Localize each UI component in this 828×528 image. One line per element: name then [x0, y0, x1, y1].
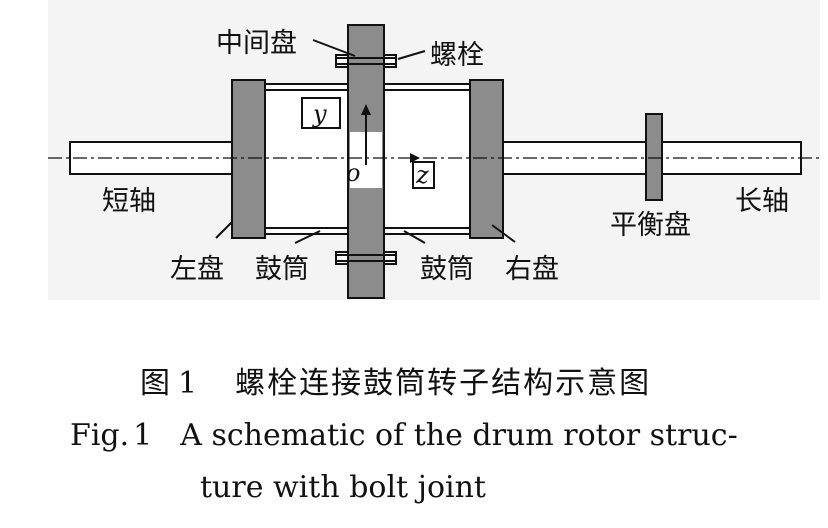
- z-axis-label: z: [415, 161, 429, 189]
- right-disk: [469, 79, 504, 239]
- z-axis-box: [412, 161, 435, 189]
- caption-zh-text: 螺栓连接鼓筒转子结构示意图: [235, 366, 652, 401]
- bolt-top: [335, 54, 397, 68]
- label-middle-disk: 中间盘: [216, 28, 297, 59]
- caption-en-number: 1: [133, 418, 153, 453]
- leader-lines: [215, 39, 516, 244]
- label-short-shaft: 短轴: [102, 186, 156, 217]
- caption-zh-number: 1: [178, 366, 200, 401]
- label-bolt: 螺栓: [430, 40, 484, 71]
- label-balance-disk: 平衡盘: [610, 210, 691, 241]
- label-left-disk: 左盘: [170, 254, 224, 285]
- label-drum-left: 鼓筒: [255, 254, 309, 285]
- label-drum-right: 鼓筒: [420, 254, 474, 285]
- bolt-bottom: [335, 251, 397, 265]
- caption-en-prefix: Fig.: [70, 418, 130, 453]
- label-long-shaft: 长轴: [735, 186, 789, 217]
- balance-disk: [645, 113, 663, 201]
- caption-english-line1: Fig.1 A schematic of the drum rotor struc…: [70, 418, 738, 453]
- caption-en-line1: A schematic of the drum rotor struc-: [180, 418, 738, 453]
- axis-arrows: [361, 104, 420, 165]
- y-axis-box: [301, 97, 341, 129]
- caption-zh-prefix: 图: [140, 366, 172, 401]
- left-disk: [231, 79, 266, 239]
- rotor-schematic: y o z 中间盘 螺栓 短轴 长轴 平衡盘 左盘 鼓筒 鼓筒 右盘: [48, 0, 820, 300]
- origin-label: o: [346, 159, 360, 187]
- y-axis-label: y: [312, 100, 327, 128]
- caption-english-line2: ture with bolt joint: [200, 470, 486, 505]
- label-right-disk: 右盘: [505, 254, 559, 285]
